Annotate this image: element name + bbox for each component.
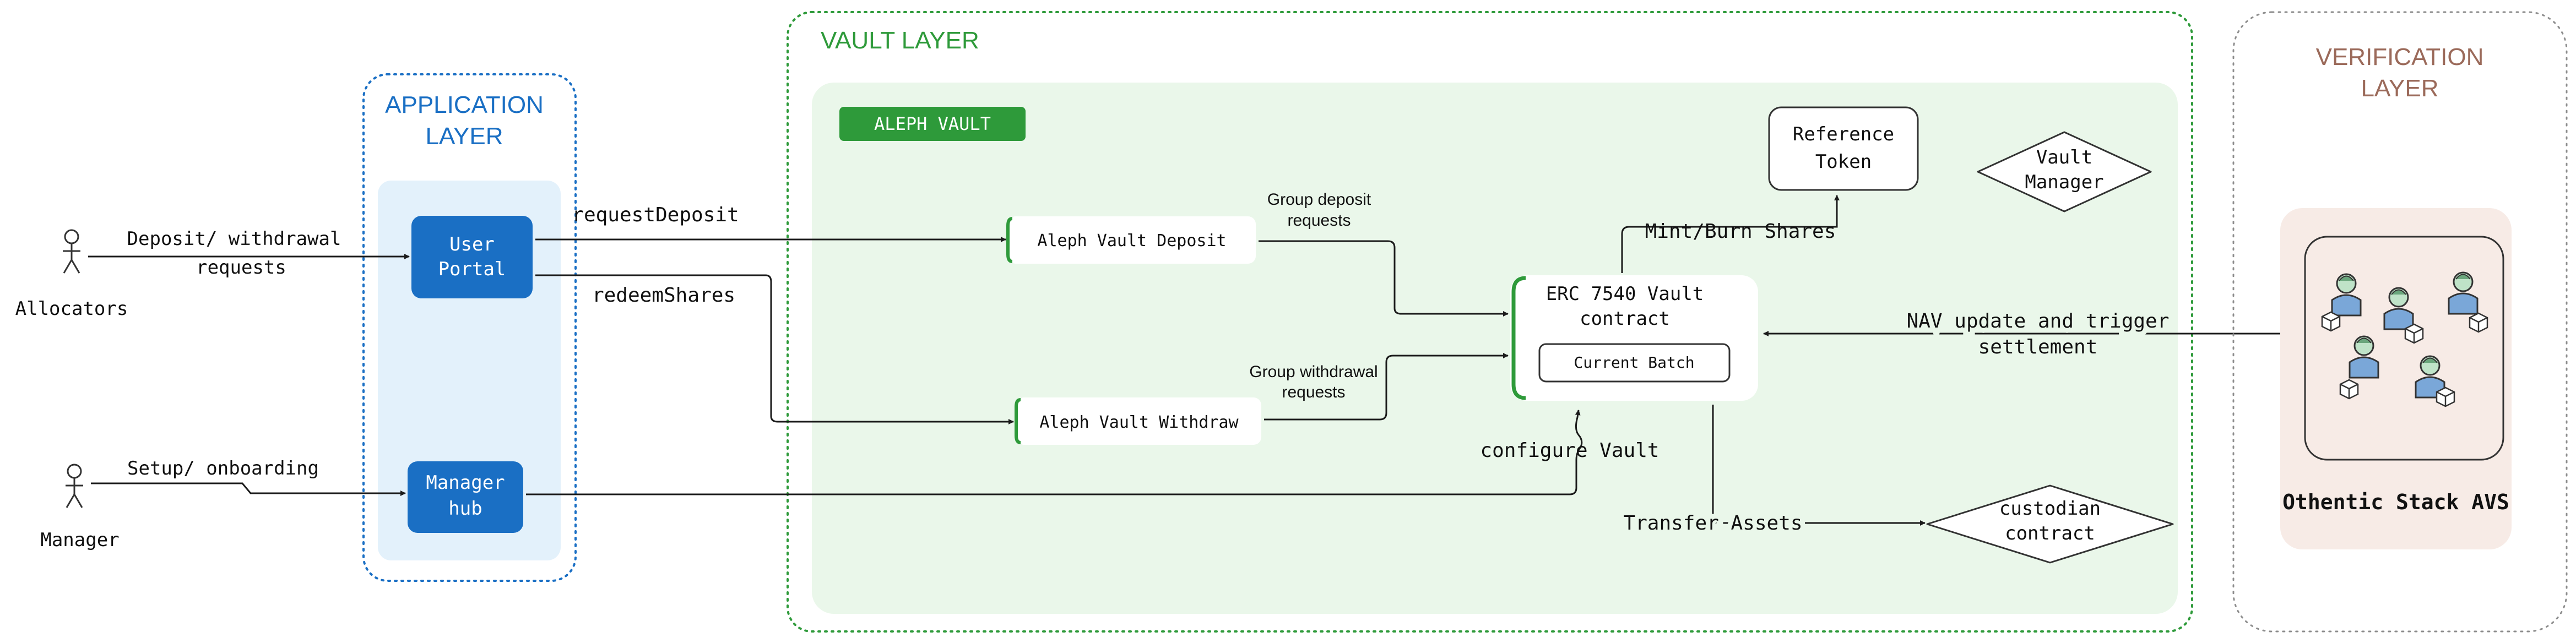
current-batch-box[interactable]: [1538, 343, 1731, 383]
allocators-label: Allocators: [15, 298, 128, 320]
verification-layer: VERIFICATION LAYER Othentic Stack AVS: [2232, 11, 2568, 633]
redeem-shares-arrow: [535, 274, 1014, 424]
application-layer: APPLICATION LAYER User Portal Manager hu…: [362, 73, 577, 582]
verification-layer-border: [2232, 11, 2568, 633]
configure-vault-arrow: [526, 410, 1583, 495]
transfer-assets-arrow: [1712, 405, 1926, 526]
group-withdrawal-label-line2: requests: [1282, 383, 1345, 401]
reference-token-label-line2: Token: [1815, 151, 1872, 173]
aleph-vault-deposit-label: Aleph Vault Deposit: [1037, 231, 1226, 250]
custodian-contract-label: custodian: [1999, 498, 2101, 520]
manager-label: Manager: [40, 529, 119, 551]
erc-7540-label-line2: contract: [1580, 308, 1670, 330]
manager-hub-label: Manager: [426, 472, 505, 494]
setup-onboarding-arrow: [91, 482, 406, 496]
setup-onboarding-label: Setup/ onboarding: [127, 457, 319, 479]
group-withdrawal-label: Group withdrawal: [1249, 363, 1378, 381]
vault-layer-title: VAULT LAYER: [821, 27, 979, 54]
redeem-shares-label: redeemShares: [592, 284, 735, 307]
manager-hub-box[interactable]: [408, 461, 523, 533]
verification-layer-title-line2: LAYER: [2361, 75, 2438, 102]
allocators-person-icon: [62, 229, 82, 274]
current-batch-label: Current Batch: [1574, 353, 1694, 372]
vault-manager-label: Vault: [2036, 146, 2092, 168]
configure-vault-label: configure Vault: [1480, 439, 1659, 462]
application-layer-title: APPLICATION: [385, 91, 544, 118]
aleph-vault-badge-label: ALEPH VAULT: [874, 113, 991, 134]
operators-box[interactable]: [2304, 236, 2504, 461]
application-layer-border: [362, 73, 577, 582]
vault-manager-label-line2: Manager: [2025, 171, 2103, 193]
group-withdrawal-arrow: [1264, 353, 1509, 421]
user-portal-box[interactable]: [411, 216, 533, 298]
reference-token-label: Reference: [1793, 123, 1894, 145]
othentic-stack-label: Othentic Stack AVS: [2282, 490, 2509, 514]
nav-update-label-line2: settlement: [1978, 336, 2098, 358]
aleph-vault-withdraw-box[interactable]: [1016, 397, 1261, 445]
group-deposit-label-line2: requests: [1287, 211, 1351, 230]
manager-hub-label-line2: hub: [448, 498, 482, 520]
withdraw-box-accent: [1015, 398, 1021, 444]
erc-7540-label: ERC 7540 Vault: [1546, 283, 1704, 305]
deposit-withdrawal-label-line2: requests: [196, 257, 286, 279]
vault-manager-diamond[interactable]: [1977, 131, 2152, 212]
vault-layer-border: [787, 11, 2193, 633]
transfer-assets-label: Transfer Assets: [1623, 512, 1802, 535]
cube-icon: [2321, 311, 2341, 332]
vault-edges: requestDeposit redeemShares Group deposi…: [526, 190, 2308, 540]
manager-actor: Manager: [40, 464, 120, 551]
cube-icon: [2339, 379, 2359, 400]
othentic-panel: [2280, 208, 2512, 549]
reference-token-box[interactable]: [1768, 106, 1919, 191]
deposit-box-accent: [1006, 217, 1013, 263]
aleph-vault-deposit-box[interactable]: [1008, 216, 1256, 264]
aleph-vault-badge: [839, 107, 1026, 141]
allocators-actor: Allocators: [15, 229, 128, 320]
aleph-vault-withdraw-label: Aleph Vault Withdraw: [1039, 413, 1239, 432]
application-layer-title-line2: LAYER: [425, 123, 503, 150]
actor-edges: Deposit/ withdrawal requests Setup/ onbo…: [88, 228, 410, 496]
nav-update-label: NAV update and trigger: [1907, 310, 2170, 333]
mint-burn-arrow: [1621, 195, 1840, 273]
deposit-withdrawal-label: Deposit/ withdrawal: [127, 228, 341, 250]
group-deposit-arrow: [1259, 240, 1509, 317]
request-deposit-label: requestDeposit: [572, 204, 739, 226]
manager-person-icon: [64, 464, 84, 509]
user-portal-label: User: [449, 233, 495, 255]
custodian-contract-diamond[interactable]: [1926, 484, 2174, 564]
cube-icon: [2436, 386, 2455, 407]
verification-layer-title: VERIFICATION: [2316, 43, 2484, 70]
cube-icon: [2404, 323, 2424, 344]
mint-burn-label: Mint/Burn Shares: [1645, 220, 1836, 243]
group-deposit-label: Group deposit: [1267, 190, 1371, 209]
custodian-contract-label-line2: contract: [2005, 522, 2095, 544]
user-portal-label-line2: Portal: [438, 258, 506, 280]
cube-icon: [2469, 312, 2488, 333]
erc-box-accent: [1511, 276, 1526, 400]
